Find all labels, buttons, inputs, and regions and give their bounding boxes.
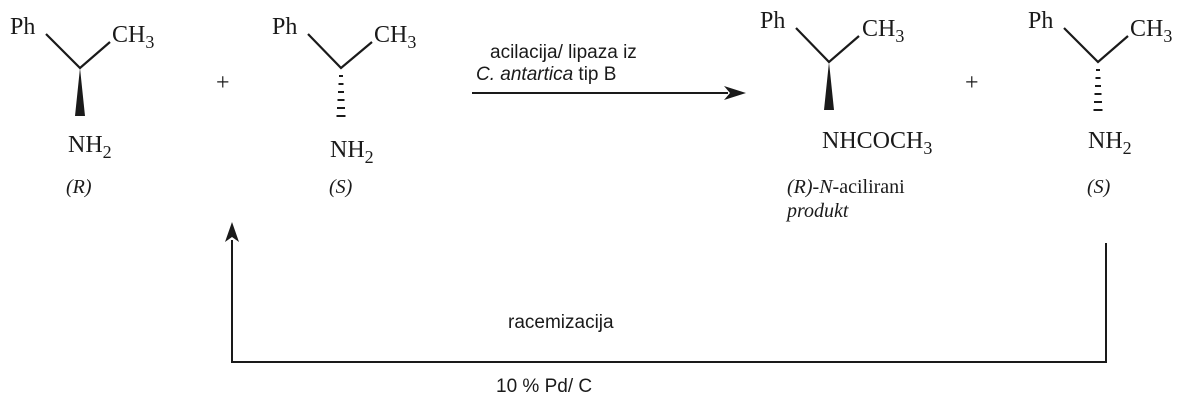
ph-label: Ph xyxy=(1028,8,1053,34)
molecule-s-amine-unreacted: Ph CH3 NH2 (S) xyxy=(1028,8,1172,198)
racemization-label: racemizacija xyxy=(508,312,614,333)
ch3-label: CH3 xyxy=(374,22,416,52)
racemization-loop: racemizacija 10 % Pd/ C xyxy=(225,222,1107,397)
molecule-s-amine: Ph CH3 NH2 (S) xyxy=(272,14,416,198)
reaction-condition-line2: C. antartica tip B xyxy=(476,64,616,85)
recycle-arrow-head xyxy=(225,222,239,242)
product-label-line2: produkt xyxy=(785,200,849,222)
amine-group-label: NH2 xyxy=(1088,128,1132,158)
amine-group-label: NH2 xyxy=(330,137,374,167)
stereo-label-r: (R) xyxy=(66,176,92,198)
ch3-label: CH3 xyxy=(862,16,904,46)
ph-label: Ph xyxy=(272,14,297,40)
amide-group-label: NHCOCH3 xyxy=(822,128,932,158)
catalyst-label: 10 % Pd/ C xyxy=(496,376,592,397)
skeleton-bonds xyxy=(45,33,111,70)
recycle-path xyxy=(231,240,1107,363)
arrow-head xyxy=(724,86,746,100)
amine-group-label: NH2 xyxy=(68,132,112,162)
stereo-label-s: (S) xyxy=(1087,176,1111,198)
skeleton-bonds xyxy=(1063,27,1129,64)
wedge-bond xyxy=(824,62,834,110)
plus-sign: + xyxy=(965,70,979,96)
reaction-arrow: acilacija/ lipaza iz C. antartica tip B xyxy=(472,42,746,100)
molecule-r-amine: Ph CH3 NH2 (R) xyxy=(10,14,154,198)
skeleton-bonds xyxy=(307,33,373,70)
ch3-label: CH3 xyxy=(112,22,154,52)
ch3-label: CH3 xyxy=(1130,16,1172,46)
ph-label: Ph xyxy=(10,14,35,40)
hashed-bond xyxy=(336,75,346,117)
ph-label: Ph xyxy=(760,8,785,34)
skeleton-bonds xyxy=(795,27,860,64)
reaction-condition-line1: acilacija/ lipaza iz xyxy=(490,42,637,63)
stereo-label-s: (S) xyxy=(329,176,353,198)
hashed-bond xyxy=(1093,69,1103,111)
wedge-bond xyxy=(75,68,85,116)
plus-sign: + xyxy=(216,70,230,96)
molecule-r-acylated-product: Ph CH3 NHCOCH3 (R)-N-acilirani produkt xyxy=(760,8,932,222)
product-label: (R)-N-acilirani xyxy=(787,176,905,198)
